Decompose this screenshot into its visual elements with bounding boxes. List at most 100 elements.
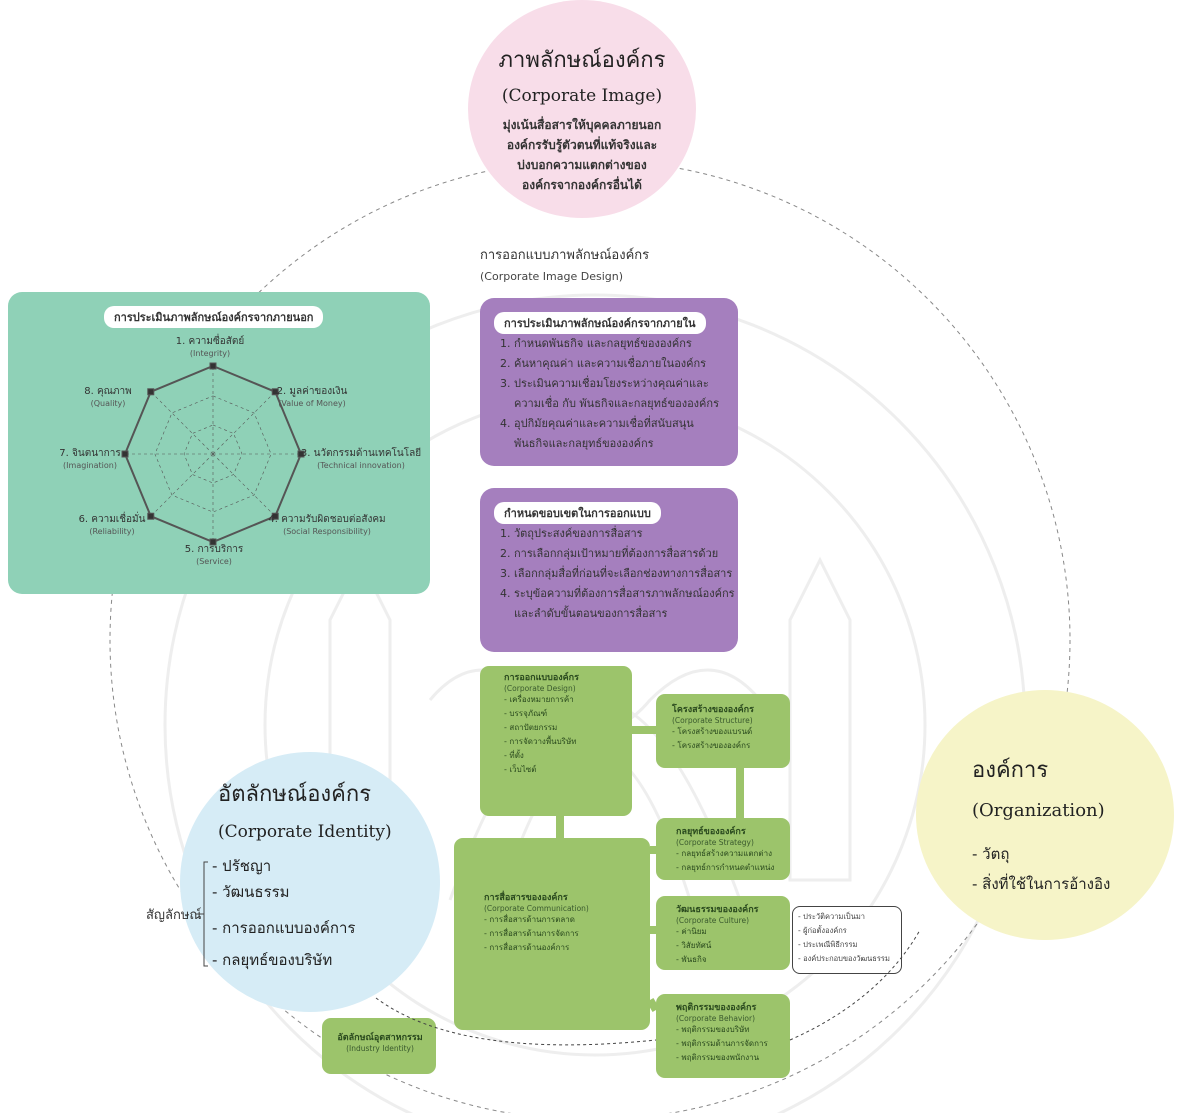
corporate-culture-title: วัฒนธรรมขององค์กร (676, 905, 759, 915)
culture-note-box (792, 906, 902, 974)
internal-evaluation-title: การประเมินภาพลักษณ์องค์กรจากภายใน (494, 312, 706, 334)
corporate-behavior-item-3: - พฤติกรรมของพนักงาน (676, 1053, 760, 1062)
organization-title: องค์การ (972, 758, 1049, 783)
radar-label-imagination: 7. จินตนาการ(Imagination) (59, 448, 121, 470)
radar-spoke (150, 453, 214, 517)
corporate-structure-item-1: - โครงสร้างของแบรนด์ (672, 727, 753, 736)
industry-identity-title: อัตลักษณ์อุตสาหกรรม (337, 1033, 423, 1043)
radar-vertex (209, 538, 217, 546)
corporate-strategy-box (656, 818, 790, 880)
culture-note-item-1: - ประวัติความเป็นมา (798, 912, 865, 921)
corporate-design-title: การออกแบบองค์กร (504, 673, 579, 683)
corporate-design-content: การออกแบบองค์กร (Corporate Design) - เคร… (504, 670, 579, 777)
scope-title: กำหนดขอบเขตในการออกแบบ (494, 502, 661, 524)
corporate-identity-subtitle: (Corporate Identity) (218, 822, 392, 842)
corporate-design-box (480, 666, 632, 816)
scope-item-4b: และลำดับขั้นตอนของการสื่อสาร (514, 607, 668, 620)
internal-evaluation-list: 1. กำหนดพันธกิจ และกลยุทธ์ขององค์กร 2. ค… (500, 334, 719, 454)
corporate-behavior-sub: (Corporate Behavior) (676, 1014, 756, 1023)
corporate-image-title: ภาพลักษณ์องค์กร (498, 48, 666, 73)
corporate-behavior-item-1: - พฤติกรรมของบริษัท (676, 1025, 750, 1034)
corporate-culture-item-3: - พันธกิจ (676, 955, 707, 964)
organization-circle (916, 690, 1174, 940)
design-heading: การออกแบบภาพลักษณ์องค์กร (480, 248, 650, 263)
radar-spoke (150, 391, 214, 455)
radar-label-social-responsibility: 4. ความรับผิดชอบต่อสังคม(Social Responsi… (268, 514, 386, 536)
industry-identity-sub: (Industry Identity) (346, 1044, 414, 1053)
culture-note-item-3: - ประเพณีพิธีกรรม (798, 940, 858, 949)
radar-label-value-of-money: 2. มูลค่าของเงิน(Value of Money) (276, 386, 348, 408)
scope-list: 1. วัตถุประสงค์ของการสื่อสาร 2. การเลือก… (500, 524, 735, 624)
internal-item-3b: ความเชื่อ กับ พันธกิจและกลยุทธ์ขององค์กร (514, 397, 719, 410)
radar-vertex (209, 362, 217, 370)
corporate-design-sub: (Corporate Design) (504, 684, 576, 693)
corporate-design-item-2: - บรรจุภัณฑ์ (504, 709, 548, 718)
internal-item-3: 3. ประเมินความเชื่อมโยงระหว่างคุณค่าและ (500, 377, 709, 390)
corporate-strategy-item-2: - กลยุทธ์การกำหนดตำแหน่ง (676, 863, 775, 872)
corporate-communication-box (454, 838, 650, 1030)
corporate-identity-item-1: - ปรัชญา (212, 857, 272, 875)
radar-chart (121, 362, 305, 546)
corporate-image-line-4: องค์กรจากองค์กรอื่นได้ (522, 178, 642, 192)
radar-label-reliability: 6. ความเชื่อมั่น(Reliability) (78, 514, 146, 536)
corporate-strategy-sub: (Corporate Strategy) (676, 838, 754, 847)
corporate-design-item-5: - ที่ตั้ง (504, 751, 524, 760)
corporate-behavior-item-2: - พฤติกรรมด้านการจัดการ (676, 1039, 768, 1048)
corporate-design-item-3: - สถาปัตยกรรม (504, 723, 558, 732)
radar-label-technical-innovation: 3. นวัตกรรมด้านเทคโนโลยี(Technical innov… (300, 448, 422, 470)
external-evaluation-panel (8, 292, 430, 594)
corporate-image-subtitle: (Corporate Image) (501, 86, 663, 106)
external-evaluation-title: การประเมินภาพลักษณ์องค์กรจากภายนอก (104, 306, 324, 328)
corporate-structure-sub: (Corporate Structure) (672, 716, 753, 725)
corporate-communication-content: การสื่อสารขององค์กร (Corporate Communica… (484, 890, 589, 955)
corporate-image-line-2: องค์กรรับรู้ตัวตนที่แท้จริงและ (506, 138, 658, 152)
corporate-strategy-content: กลยุทธ์ขององค์กร (Corporate Strategy) - … (676, 824, 774, 875)
internal-item-2: 2. ค้นหาคุณค่า และความเชื่อภายในองค์กร (500, 357, 707, 370)
organization-subtitle: (Organization) (972, 800, 1105, 821)
radar-label-service: 5. การบริการ(Service) (184, 544, 244, 566)
corporate-strategy-item-1: - กลยุทธ์สร้างความแตกต่าง (676, 849, 772, 858)
corporate-culture-content: วัฒนธรรมขององค์กร (Corporate Culture) - … (676, 902, 759, 967)
radar-spoke (212, 453, 276, 517)
radar-ring (154, 395, 272, 513)
corporate-behavior-content: พฤติกรรมขององค์กร (Corporate Behavior) -… (676, 1000, 768, 1065)
scope-item-2: 2. การเลือกกลุ่มเป้าหมายที่ต้องการสื่อสา… (500, 547, 719, 560)
culture-note-item-4: - องค์ประกอบของวัฒนธรรม (798, 954, 890, 963)
corporate-image-line-1: มุ่งเน้นสื่อสารให้บุคคลภายนอก (502, 118, 662, 132)
culture-note-content: - ประวัติความเป็นมา - ผู้ก่อตั้งองค์กร -… (798, 910, 890, 966)
corporate-identity-item-4: - กลยุทธ์ของบริษัท (212, 951, 333, 969)
corporate-identity-item-2: - วัฒนธรรม (212, 883, 290, 901)
corporate-identity-item-3: - การออกแบบองค์การ (212, 919, 356, 937)
radar-vertex (271, 388, 279, 396)
corporate-design-item-4: - การจัดวางพื้นบริษัท (504, 737, 577, 746)
corporate-behavior-box (656, 994, 790, 1078)
industry-identity-box (322, 1018, 436, 1074)
corporate-culture-item-1: - ค่านิยม (676, 927, 707, 936)
radar-vertex (147, 388, 155, 396)
corporate-identity-circle (180, 752, 440, 1012)
culture-note-item-2: - ผู้ก่อตั้งองค์กร (798, 926, 847, 935)
corporate-structure-title: โครงสร้างขององค์กร (672, 705, 754, 715)
scope-item-4: 4. ระบุข้อความที่ต้องการสื่อสารภาพลักษณ์… (500, 587, 735, 600)
corporate-design-item-6: - เว็บไซต์ (504, 765, 537, 774)
organization-item-2: - สิ่งที่ใช้ในการอ้างอิง (972, 875, 1111, 893)
radar-vertex (297, 450, 305, 458)
corporate-structure-content: โครงสร้างขององค์กร (Corporate Structure)… (672, 702, 754, 753)
corporate-identity-title: อัตลักษณ์องค์กร (218, 782, 372, 807)
corporate-culture-item-2: - วิสัยทัศน์ (676, 941, 712, 950)
corporate-structure-box (656, 694, 790, 768)
symbol-label: สัญลักษณ์ (146, 908, 202, 923)
corporate-culture-box (656, 896, 790, 970)
corporate-strategy-title: กลยุทธ์ขององค์กร (676, 827, 746, 837)
internal-item-4b: พันธกิจและกลยุทธ์ขององค์กร (514, 437, 654, 450)
corporate-communication-item-2: - การสื่อสารด้านการจัดการ (484, 929, 579, 938)
corporate-behavior-title: พฤติกรรมขององค์กร (676, 1003, 757, 1013)
radar-label-integrity: 1. ความซื่อสัตย์(Integrity) (175, 336, 245, 358)
corporate-design-item-1: - เครื่องหมายการค้า (504, 695, 574, 704)
radar-vertex (147, 512, 155, 520)
corporate-structure-item-2: - โครงสร้างขององค์กร (672, 741, 751, 750)
design-heading-en: (Corporate Image Design) (480, 270, 623, 283)
internal-item-4: 4. อุปกิมัยคุณค่าและความเชื่อที่สนับสนุน (500, 417, 694, 430)
industry-identity-content: อัตลักษณ์อุตสาหกรรม (Industry Identity) (334, 1030, 426, 1053)
